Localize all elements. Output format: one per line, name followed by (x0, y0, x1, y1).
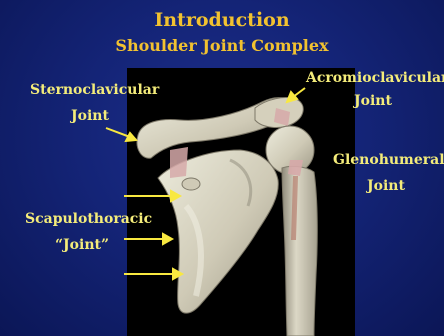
sternoclavicular-arrow (106, 128, 136, 141)
slide-subtitle: Shoulder Joint Complex (0, 38, 444, 54)
coracoid-process (182, 178, 200, 190)
humerus (282, 166, 317, 336)
scapulothoracic-arrow-top (124, 191, 180, 201)
sternoclavicular-label-line2: Joint (71, 109, 109, 123)
scapulothoracic-label-line1: Scapulothoracic (25, 212, 152, 226)
acromioclavicular-label-line1: Acromioclavicular (306, 71, 444, 85)
sternoclavicular-cartilage (170, 147, 188, 178)
scapulothoracic-label-line2: “Joint” (55, 238, 109, 252)
glenohumeral-label-line2: Joint (367, 179, 405, 193)
acromioclavicular-label-line2: Joint (354, 94, 392, 108)
acromioclavicular-arrow (287, 88, 305, 102)
scapulothoracic-arrow-bottom (124, 269, 182, 279)
scapulothoracic-arrow-middle (124, 234, 172, 244)
glenohumeral-label-line1: Glenohumeral (333, 153, 444, 167)
slide-title: Introduction (0, 11, 444, 30)
sternoclavicular-label-line1: Sternoclavicular (30, 83, 159, 97)
